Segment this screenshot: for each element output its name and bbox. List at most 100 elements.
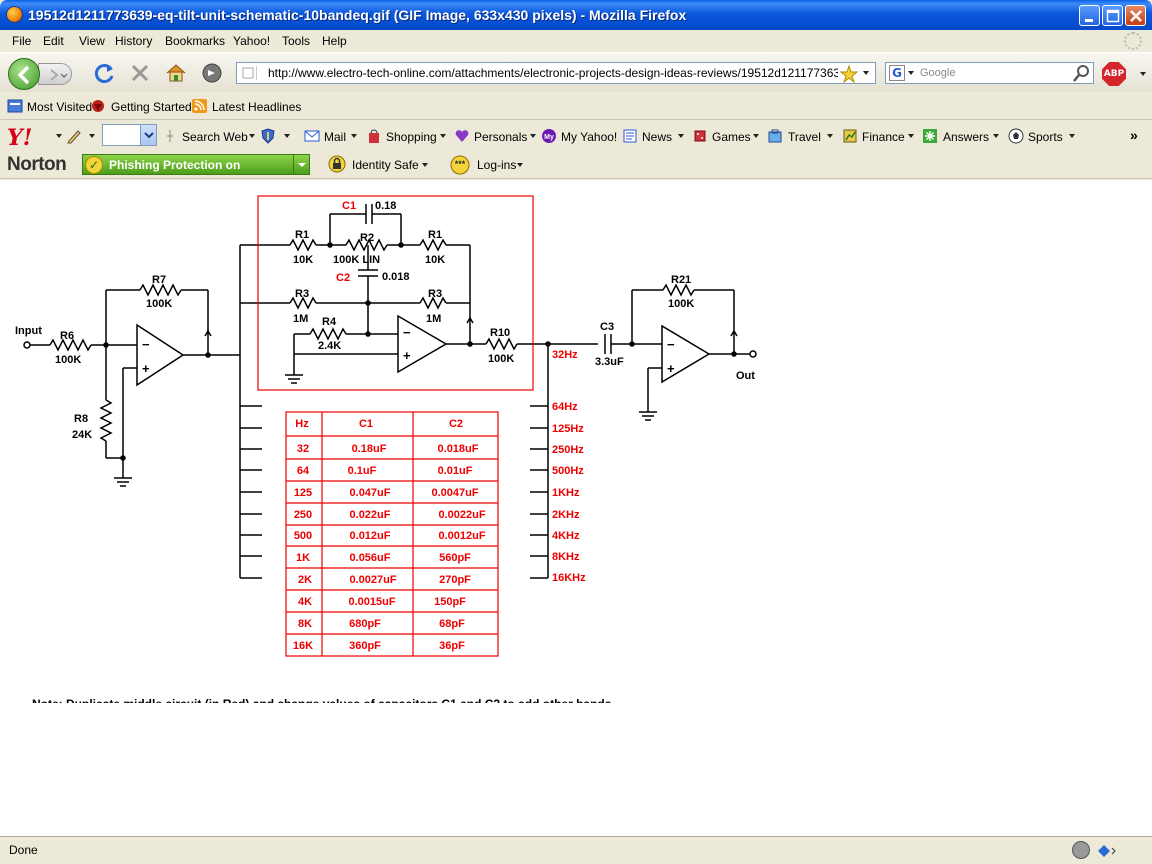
middle-circuit-box	[257, 195, 534, 391]
yahoo-personals[interactable]: Personals	[474, 130, 528, 144]
games-dropdown[interactable]	[753, 134, 759, 138]
table-cell: 0.0015uF	[348, 596, 395, 608]
opamp1-plus-sign: +	[142, 361, 150, 376]
label-c3-value: 3.3uF	[595, 356, 624, 368]
identity-safe-button[interactable]: Identity Safe	[352, 158, 419, 172]
band-label: 125Hz	[552, 423, 584, 435]
url-text[interactable]: http://www.electro-tech-online.com/attac…	[268, 66, 838, 80]
yahoo-mail[interactable]: Mail	[324, 130, 347, 144]
opamp3-plus-sign: +	[667, 361, 675, 376]
logins-button[interactable]: Log-ins	[477, 158, 517, 172]
norton-safeweb-icon[interactable]	[200, 61, 224, 85]
news-dropdown[interactable]	[678, 134, 684, 138]
table-cell: 0.18uF	[352, 443, 387, 455]
search-icon[interactable]	[1072, 65, 1090, 86]
norton-logo: Norton	[7, 154, 67, 175]
band-label: 500Hz	[552, 465, 584, 477]
yahoo-news[interactable]: News	[642, 130, 673, 144]
shopping-dropdown[interactable]	[440, 134, 446, 138]
bookmark-latest-headlines[interactable]: Latest Headlines	[212, 100, 302, 114]
google-engine-icon[interactable]: G	[889, 65, 905, 81]
yahoo-travel[interactable]: Travel	[788, 130, 821, 144]
menu-edit[interactable]: Edit	[43, 34, 64, 48]
table-cell: 0.022uF	[350, 509, 391, 521]
adblock-plus-button[interactable]: ABP	[1102, 62, 1126, 86]
close-button[interactable]	[1125, 5, 1146, 26]
toolbar-overflow-chevron[interactable]: »	[1130, 127, 1138, 143]
yahoo-search-input[interactable]	[102, 124, 157, 146]
minimize-button[interactable]	[1079, 5, 1100, 26]
band-label: 16KHz	[552, 572, 586, 584]
games-icon	[692, 128, 708, 144]
pencil-dropdown[interactable]	[89, 134, 95, 138]
yahoo-shopping[interactable]: Shopping	[386, 130, 437, 144]
label-c2-value: 0.018	[382, 271, 410, 283]
shopping-bag-icon	[366, 128, 382, 144]
personals-dropdown[interactable]	[530, 134, 536, 138]
menu-help[interactable]: Help	[322, 34, 347, 48]
yahoo-search-dropdown[interactable]	[140, 125, 156, 145]
title-bar[interactable]: 19512d1211773639-eq-tilt-unit-schematic-…	[0, 0, 1152, 30]
yahoo-logo[interactable]: Y!	[7, 125, 33, 151]
reload-icon[interactable]	[93, 61, 117, 85]
bookmark-getting-started[interactable]: Getting Started	[111, 100, 192, 114]
finance-dropdown[interactable]	[908, 134, 914, 138]
rss-feed-icon	[192, 98, 208, 114]
shield-dropdown[interactable]	[284, 134, 290, 138]
yahoo-my-yahoo[interactable]: My Yahoo!	[561, 130, 618, 144]
sports-dropdown[interactable]	[1069, 134, 1075, 138]
opamp2-minus-sign: −	[403, 325, 411, 340]
home-icon[interactable]	[164, 61, 188, 85]
url-history-dropdown[interactable]	[863, 71, 869, 75]
abp-dropdown[interactable]	[1140, 72, 1146, 76]
most-visited-icon	[7, 98, 23, 114]
stop-icon[interactable]	[128, 61, 152, 85]
yahoo-search-web[interactable]: Search Web	[182, 130, 248, 144]
search-web-dropdown[interactable]	[249, 134, 255, 138]
status-bar: Done	[0, 836, 1152, 864]
menu-tools[interactable]: Tools	[282, 34, 311, 48]
table-cell: 32	[297, 443, 309, 455]
logins-dropdown[interactable]	[517, 163, 523, 167]
my-yahoo-icon: My	[541, 128, 557, 144]
forward-button[interactable]	[38, 63, 72, 85]
sports-ball-icon	[1008, 128, 1024, 144]
phishing-protection-button[interactable]: ✓ Phishing Protection on	[82, 154, 310, 175]
travel-dropdown[interactable]	[827, 134, 833, 138]
mail-dropdown[interactable]	[351, 134, 357, 138]
answers-dropdown[interactable]	[993, 134, 999, 138]
label-r3-right: R3	[428, 288, 442, 300]
anti-spy-shield-icon[interactable]	[260, 128, 276, 144]
yahoo-games[interactable]: Games	[712, 130, 751, 144]
menu-history[interactable]: History	[115, 34, 153, 48]
window-title: 19512d1211773639-eq-tilt-unit-schematic-…	[28, 7, 687, 23]
maximize-button[interactable]	[1102, 5, 1123, 26]
pencil-icon[interactable]	[66, 128, 82, 144]
yahoo-menu-dropdown[interactable]	[56, 134, 62, 138]
norton-status-icon[interactable]	[1072, 841, 1090, 859]
search-engine-dropdown[interactable]	[908, 71, 914, 75]
table-cell: 360pF	[349, 640, 381, 652]
back-button[interactable]	[8, 58, 40, 90]
search-box[interactable]: G Google	[885, 62, 1094, 84]
phishing-protection-label: Phishing Protection on	[109, 158, 241, 172]
phishing-dropdown[interactable]	[293, 155, 309, 174]
table-cell: 680pF	[349, 618, 381, 630]
network-status-icon[interactable]	[1096, 841, 1116, 859]
yahoo-sports[interactable]: Sports	[1028, 130, 1063, 144]
menu-file[interactable]: File	[12, 34, 32, 48]
label-32hz: 32Hz	[552, 349, 578, 361]
menu-view[interactable]: View	[79, 34, 105, 48]
bookmark-star-icon[interactable]	[839, 64, 859, 86]
yahoo-finance[interactable]: Finance	[862, 130, 905, 144]
opamp3-minus-sign: −	[667, 337, 675, 352]
menu-bookmarks[interactable]: Bookmarks	[165, 34, 226, 48]
menu-yahoo[interactable]: Yahoo!	[233, 34, 271, 48]
bookmark-most-visited[interactable]: Most Visited	[27, 100, 93, 114]
identity-safe-dropdown[interactable]	[422, 163, 428, 167]
url-bar[interactable]: http://www.electro-tech-online.com/attac…	[236, 62, 876, 84]
yahoo-answers[interactable]: Answers	[943, 130, 990, 144]
table-cell: 500	[294, 530, 312, 542]
throbber-icon	[1124, 32, 1142, 50]
table-cell: 1K	[296, 552, 310, 564]
